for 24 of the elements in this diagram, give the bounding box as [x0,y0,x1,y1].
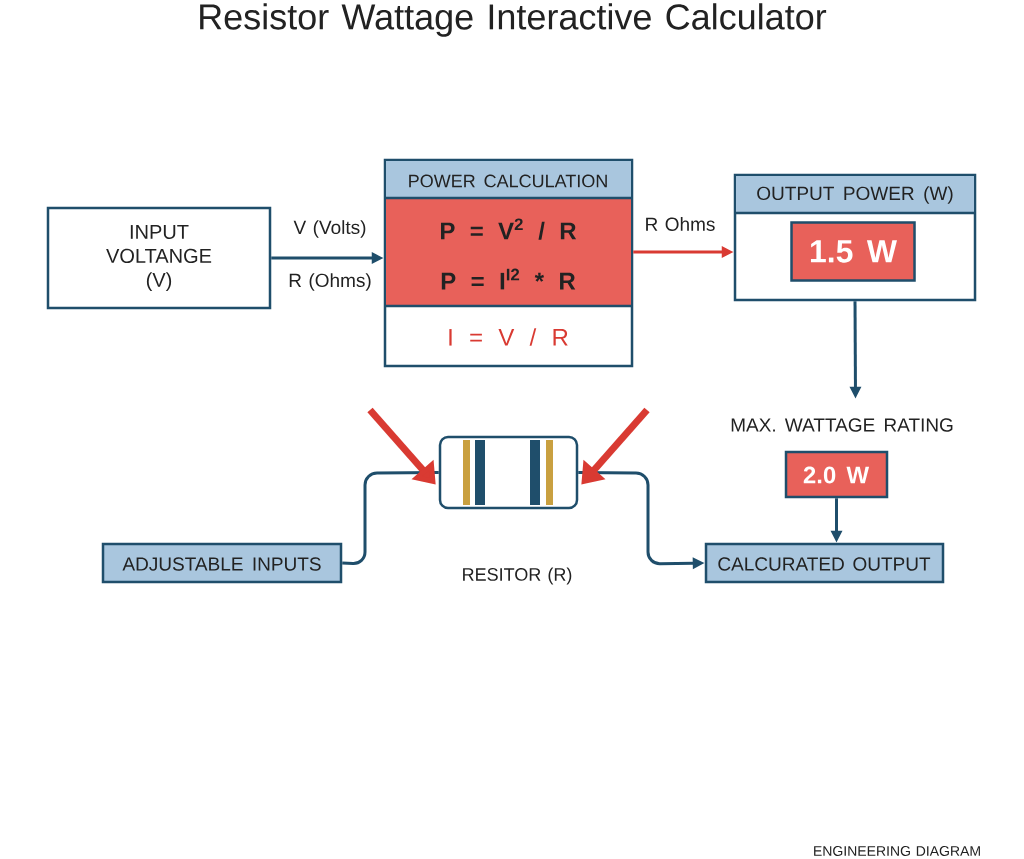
resistor-label: RESITOR (R) [463,567,572,585]
resistor-drawing [438,435,579,585]
formula: P = V$^{2}$ / R [441,218,577,240]
heading-text: MAX. WATTAGE RATING [731,418,953,432]
section-heading: OUTPUT POWER (W) [757,186,953,204]
box-label: CALCURATED OUTPUT [718,557,931,571]
box-label: INPUT VOLTANGE (V) [106,225,212,291]
input-box [46,206,272,310]
value-text: 2.0 W [803,466,870,484]
value-box [790,221,916,282]
section-heading: POWER CALCULATION [409,174,607,188]
footer-text: ENGINEERING DIAGRAM [814,846,980,856]
signal-label: R (Ohms) [289,273,371,291]
calculation-box [383,158,634,368]
formula: P = I$^{I2}$ * R [441,268,576,290]
value-box [731,418,953,499]
input-label-box [101,542,343,584]
formula: I = V / R [449,328,568,346]
edge-label: V (Volts) [291,218,369,240]
edge-label: R Ohms [642,215,718,233]
title: Resistor Wattage Interactive Calculator [200,3,827,37]
value-text: 1.5 W [810,240,897,263]
output-label-box [704,542,945,584]
box-label: ADJUSTABLE INPUTS [122,557,321,571]
